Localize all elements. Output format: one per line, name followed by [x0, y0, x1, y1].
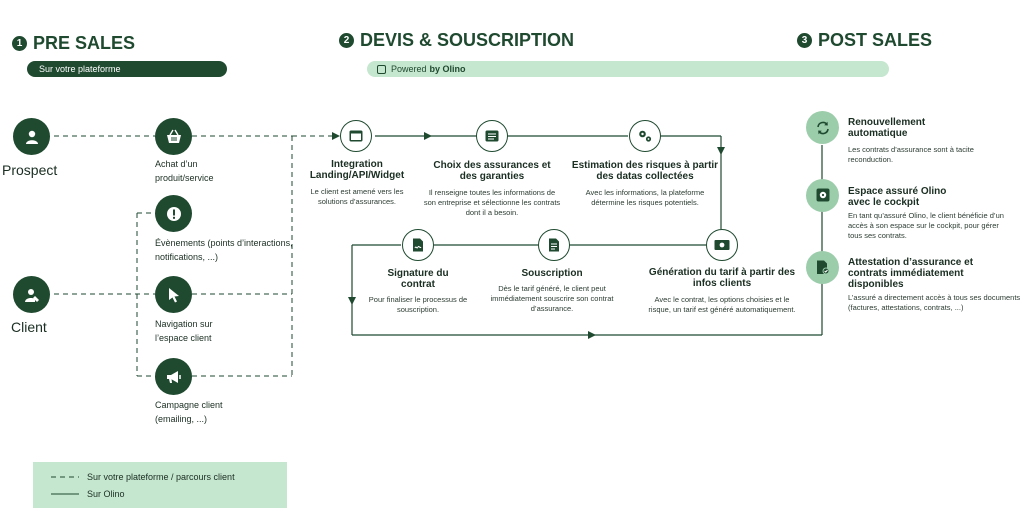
- navigation-label: Navigation sur l’espace client: [155, 319, 213, 343]
- post-sales-title: 3 POST SALES: [797, 30, 932, 51]
- generation-node: [706, 229, 738, 261]
- achat-node: [155, 118, 192, 155]
- legend-dashed-label: Sur votre plateforme / parcours client: [87, 472, 235, 482]
- campagne-label: Campagne client (emailing, ...): [155, 400, 223, 424]
- user-icon: [25, 130, 38, 144]
- integration-desc: Le client est amené vers les solutions d…: [310, 187, 404, 206]
- attestation-node: [806, 251, 839, 284]
- prospect-avatar: [13, 118, 50, 155]
- cursor-icon: [168, 287, 179, 302]
- generation-title: Génération du tarif à partir des infos c…: [648, 267, 796, 289]
- legend-dashed-row: Sur votre plateforme / parcours client: [51, 472, 235, 482]
- dashed-line-icon: [51, 476, 79, 478]
- generation-desc: Avec le contrat, les options choisies et…: [648, 295, 796, 314]
- souscription-node: [538, 229, 570, 261]
- post-sales-label: POST SALES: [818, 30, 933, 50]
- section-number-1: 1: [12, 36, 27, 51]
- navigation-node: [155, 276, 192, 313]
- safe-icon: [816, 188, 829, 202]
- integration-title: Integration Landing/API/Widget: [309, 159, 405, 181]
- alert-icon: [166, 206, 181, 221]
- attestation-title: Attestation d’assurance et contrats immé…: [848, 257, 974, 290]
- renouvellement-title: Renouvellement automatique: [848, 117, 926, 139]
- legend: Sur votre plateforme / parcours client S…: [33, 462, 287, 508]
- choix-desc: Il renseigne toutes les informations de …: [423, 188, 561, 217]
- pre-sales-title: 1 PRE SALES: [12, 33, 135, 54]
- choix-node: [476, 120, 508, 152]
- estimation-node: [629, 120, 661, 152]
- campagne-node: [155, 358, 192, 395]
- signature-desc: Pour finaliser le processus de souscript…: [368, 295, 468, 314]
- pre-sales-pill: Sur votre plateforme: [27, 61, 227, 77]
- choix-title: Choix des assurances et des garanties: [433, 160, 551, 182]
- powered-brand: by Olino: [429, 64, 466, 74]
- client-label: Client: [11, 319, 47, 335]
- renouvellement-node: [806, 111, 839, 144]
- signature-node: [402, 229, 434, 261]
- solid-line-icon: [51, 493, 79, 495]
- integration-node: [340, 120, 372, 152]
- renouvellement-desc: Les contrats d’assurance sont à tacite r…: [848, 145, 974, 164]
- basket-icon: [166, 129, 181, 143]
- refresh-icon: [816, 121, 829, 134]
- section-number-3: 3: [797, 33, 812, 48]
- devis-title: 2 DEVIS & SOUSCRIPTION: [339, 30, 574, 51]
- powered-pill: Powered by Olino: [367, 61, 889, 77]
- devis-label: DEVIS & SOUSCRIPTION: [360, 30, 575, 50]
- evenements-node: [155, 195, 192, 232]
- section-number-2: 2: [339, 33, 354, 48]
- signature-title: Signature du contrat: [387, 268, 449, 290]
- espace-title: Espace assuré Olino avec le cockpit: [848, 186, 947, 208]
- client-avatar: [13, 276, 50, 313]
- espace-node: [806, 179, 839, 212]
- estimation-title: Estimation des risques à partir des data…: [571, 160, 719, 182]
- prospect-label: Prospect: [2, 162, 58, 178]
- powered-label: Powered: [391, 64, 427, 74]
- signed-document-icon: [413, 238, 423, 252]
- user-edit-icon: [24, 288, 39, 302]
- attestation-desc: L’assuré a directement accès à tous ses …: [848, 293, 1021, 312]
- gears-icon: [639, 130, 652, 142]
- olino-logo-icon: [377, 64, 386, 74]
- megaphone-icon: [166, 370, 181, 383]
- evenements-label: Évènements (points d’interactions, notif…: [155, 238, 293, 262]
- souscription-title: Souscription: [521, 268, 583, 279]
- pre-sales-label: PRE SALES: [33, 33, 136, 53]
- file-check-icon: [816, 260, 829, 275]
- list-window-icon: [485, 130, 499, 142]
- browser-icon: [349, 130, 363, 142]
- legend-solid-row: Sur Olino: [51, 489, 125, 499]
- achat-label: Achat d’un produit/service: [155, 159, 214, 183]
- document-icon: [549, 238, 559, 252]
- estimation-desc: Avec les informations, la plateforme dét…: [585, 188, 705, 207]
- souscription-desc: Dès le tarif généré, le client peut immé…: [490, 284, 614, 313]
- money-icon: [714, 240, 730, 250]
- legend-solid-label: Sur Olino: [87, 489, 125, 499]
- espace-desc: En tant qu’assuré Olino, le client bénéf…: [848, 211, 1004, 240]
